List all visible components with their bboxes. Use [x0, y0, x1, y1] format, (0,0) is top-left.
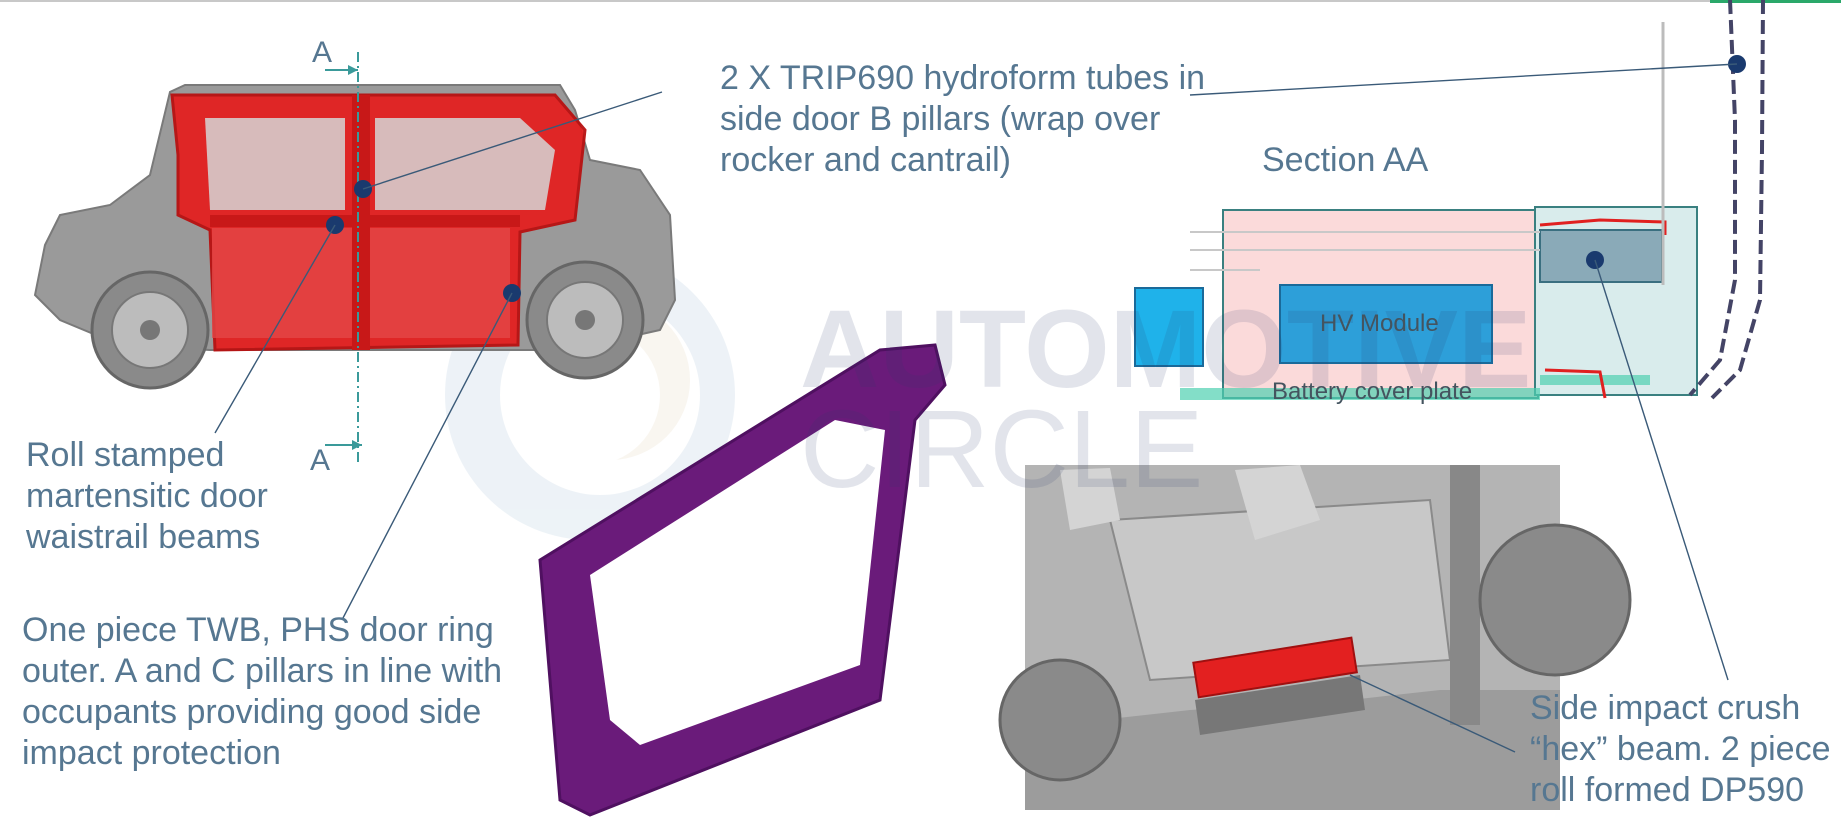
hv-module-label: HV Module: [1320, 310, 1439, 337]
hex-beam-callout: Side impact crush “hex” beam. 2 piece ro…: [1530, 689, 1831, 809]
section-aa-diagram: [1134, 0, 1765, 400]
watermark-line2: CIRCLE: [800, 388, 1204, 511]
battery-cover-label: Battery cover plate: [1272, 378, 1473, 405]
hydroform-callout: 2 X TRIP690 hydroform tubes in side door…: [720, 59, 1206, 179]
roll-stamped-callout: Roll stamped martensitic door waistrail …: [26, 436, 268, 556]
section-marker-top: A: [312, 36, 333, 69]
leader-lines: [214, 63, 1738, 753]
watermark-line1: AUTOMOTIVE: [800, 288, 1532, 411]
twb-callout: One piece TWB, PHS door ring outer. A an…: [22, 611, 503, 772]
vehicle-side-view: [33, 52, 677, 465]
purple-door-ring: [538, 343, 947, 817]
section-marker-bottom: A: [310, 444, 331, 477]
section-aa-title: Section AA: [1262, 141, 1429, 179]
floor-structure-view: [998, 465, 1632, 810]
watermark-text: AUTOMOTIVE CIRCLE: [800, 288, 1532, 511]
